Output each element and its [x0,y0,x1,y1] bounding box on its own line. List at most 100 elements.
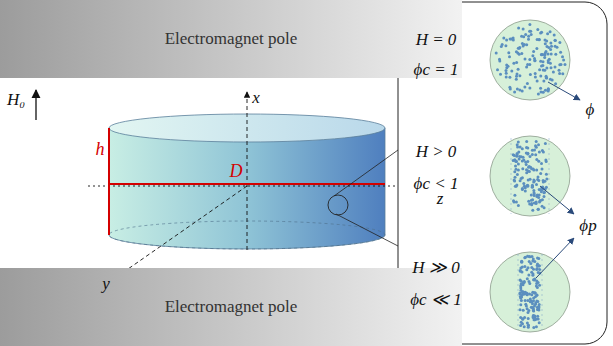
particle [523,325,526,328]
particle [536,256,539,259]
particle [550,66,553,69]
particle [496,68,499,71]
particle [543,191,546,194]
particle [543,206,546,209]
particle [545,160,548,163]
particle [514,176,517,179]
particle [527,35,530,38]
particle [520,155,523,158]
particle [541,168,544,171]
particle-fraction-label: ϕp [579,217,596,236]
z-axis [88,186,432,187]
particle [504,44,507,47]
particle [531,209,534,212]
particle [528,165,531,168]
particle [505,39,508,42]
particle [522,309,525,312]
particle [522,27,525,30]
particle [546,45,549,48]
electromagnet-pole: Electromagnet pole [0,268,462,346]
particle [531,153,534,156]
particle [524,186,527,189]
particle [542,150,545,153]
particle [545,76,548,79]
particle [526,277,529,280]
particle [532,180,535,183]
particle [521,90,524,93]
particle [539,75,542,78]
particle [549,62,552,65]
pointer-arrow [540,186,574,214]
particle [526,82,529,85]
height-line [108,128,110,235]
particle [532,167,535,170]
particle [520,282,523,285]
particle [517,141,520,144]
band-edge [518,254,519,330]
particle [545,50,548,53]
particle [520,261,523,264]
particle [533,291,536,294]
particle [527,274,530,277]
particle [534,303,537,306]
particle [524,33,527,36]
particle [537,196,540,199]
particle [546,32,549,35]
particle [544,89,547,92]
particle [512,38,515,41]
particle [527,200,530,203]
particle [517,27,520,30]
particle [538,321,541,324]
electromagnet-pole: Electromagnet pole [0,0,462,78]
zoom-line [334,150,398,196]
particle [516,51,519,54]
particle [513,178,516,181]
particle [526,184,529,187]
particle [517,169,520,172]
particle [523,280,526,283]
particle [533,57,536,60]
particle [527,178,530,181]
particle [536,267,539,270]
particle [532,258,535,261]
y-axis [118,186,247,276]
particle [527,38,530,41]
particle [530,266,533,269]
particle [523,281,526,284]
particle [532,326,535,329]
particle [513,170,516,173]
particle [553,34,556,37]
particle [514,185,517,188]
pointer-arrow [548,82,580,100]
particle [512,159,515,162]
field-condition: H > 0 [416,143,457,162]
particle [514,160,517,163]
particle [517,68,520,71]
particle [534,144,537,147]
particle [524,190,527,193]
particle [547,59,550,62]
particle [522,44,525,47]
particle [547,90,550,93]
particle [523,256,526,259]
particle [516,145,519,148]
particle [525,43,528,46]
particle [517,163,520,166]
particle [530,306,533,309]
particle [508,76,511,79]
particle [561,55,564,58]
particle [535,47,538,50]
particle [559,51,562,54]
particle [530,293,533,296]
particle [539,172,542,175]
particle [527,266,530,269]
particle [498,58,501,61]
particle [543,195,546,198]
particle [526,146,529,149]
particle [531,184,534,187]
particle [514,165,517,168]
particle [524,58,527,61]
particle [549,78,552,81]
particle [517,47,520,50]
particle [532,310,535,313]
